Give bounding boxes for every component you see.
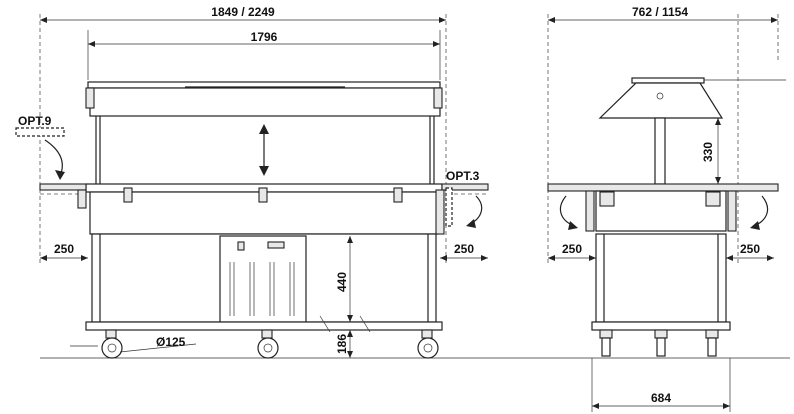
side-base [595,233,727,323]
arrow-head [55,170,65,180]
side-well [595,190,727,232]
arrow-head [548,17,555,23]
arrow-head [439,17,446,23]
arrow-head [548,255,555,261]
arrow-head [259,166,269,176]
side-bracket-right [727,190,737,232]
arrow-head [347,315,353,322]
opt9-label: OPT.9 [18,114,52,128]
side-view: 762 / 1154 330 250 250 [547,5,786,412]
arrow-head [715,118,721,125]
arrow-head [568,221,578,230]
opt9-folded-shelf [15,127,65,137]
arrow-head [347,236,353,243]
arrow-head [81,255,88,261]
power-switch [237,241,245,251]
arrow-head [750,221,760,230]
refrigeration-unit [219,235,307,323]
side-shelf-left-label: 250 [562,242,582,256]
canopy-body [89,87,441,117]
side-handle-left [599,191,615,207]
side-fold-arrow-right [753,195,769,227]
side-caster-right [705,329,719,357]
left-shelf-bracket [77,189,87,209]
handle-2 [258,187,268,203]
side-counter [547,183,779,192]
side-fold-arrow-left [559,195,575,227]
canopy-bracket-left [85,87,95,109]
opt3-label: OPT.3 [446,169,480,183]
side-canopy-post [654,117,666,185]
left-shelf [39,183,87,191]
arrow-head [40,255,47,261]
arrow-head [771,17,778,23]
right-shelf [441,183,489,191]
clearance-label: 186 [335,334,349,354]
arrow-head [40,17,47,23]
arrow-head [767,255,774,261]
base-width-label: 684 [651,391,671,405]
caster-left [101,329,123,359]
canopy-bracket-right [433,87,443,109]
shelf-left-label: 250 [54,242,74,256]
side-caster-left [599,329,613,357]
side-handle-right [705,191,721,207]
side-shelf-right-label: 250 [740,242,760,256]
arrow-head [726,255,733,261]
arrow-head [88,41,95,47]
inner-width-label: 1796 [251,30,278,44]
arrow-head [347,330,353,337]
break-mark [359,315,371,333]
arrow-head [259,124,269,134]
wheel-leader-line [119,343,197,353]
canopy-height-label: 330 [701,142,715,162]
arrow-head [466,219,476,228]
overall-width-label: 1849 / 2249 [211,5,275,19]
side-caster-middle [654,329,668,357]
caster-right [417,329,439,359]
break-mark [319,315,331,333]
arrow-head [723,403,730,409]
caster-middle [257,329,279,359]
opt3-arrow [469,195,483,225]
front-view: 1849 / 2249 1796 OPT.9 [15,5,489,359]
body-height-label: 440 [335,272,349,292]
arrow-head [440,255,447,261]
shelf-right-label: 250 [454,242,474,256]
side-canopy-light [656,92,664,100]
arrow-head [715,177,721,184]
right-shelf-bracket [435,189,445,235]
arrow-head [481,255,488,261]
arrow-head [589,255,596,261]
side-canopy-top [631,77,705,84]
handle-3 [393,187,403,203]
arrow-head [592,403,599,409]
side-width-label: 762 / 1154 [632,5,688,19]
bottom-frame [85,321,443,331]
side-bottom-frame [591,321,731,331]
vent-grille [229,262,295,316]
arrow-head [347,351,353,358]
control-display [267,241,285,249]
handle-1 [123,187,133,203]
side-bracket-left [585,190,595,232]
opt9-arrow [44,139,63,177]
wheel-diameter-label: Ø125 [156,335,186,349]
arrow-head [433,41,440,47]
side-canopy-hood [598,82,724,119]
opt3-folded-shelf [445,187,453,227]
